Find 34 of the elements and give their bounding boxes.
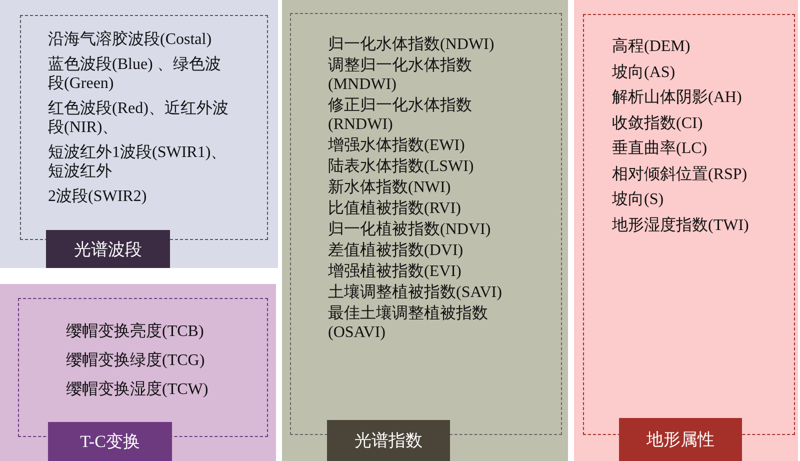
list-item: 高程(DEM): [612, 37, 690, 56]
list-item: 调整归一化水体指数(MNDWI): [328, 56, 473, 94]
list-item: 蓝色波段(Blue) 、绿色波段(Green): [48, 55, 222, 93]
list-item: 缨帽变换绿度(TCG): [66, 351, 205, 370]
list-item: 增强水体指数(EWI): [328, 136, 465, 155]
list-item: 比值植被指数(RVI): [328, 199, 461, 218]
category-title: 地形属性: [619, 418, 742, 461]
list-item: 修正归一化水体指数(RNDWI): [328, 96, 473, 134]
list-item: 坡向(AS): [612, 62, 676, 82]
list-item: 短波红外1波段(SWIR1)、短波红外: [48, 143, 228, 181]
category-title: 光谱指数: [327, 420, 450, 461]
list-item: 土壤调整植被指数(SAVI): [328, 283, 502, 302]
list-item: 垂直曲率(LC): [612, 139, 708, 158]
list-item: 差值植被指数(DVI): [328, 241, 464, 260]
list-item: 最佳土壤调整植被指数(OSAVI): [328, 304, 489, 342]
list-item: 陆表水体指数(LSWI): [328, 157, 474, 176]
list-item: 收敛指数(CI): [612, 114, 703, 132]
list-item: 坡向(S): [612, 190, 664, 209]
list-item: 增强植被指数(EVI): [328, 262, 462, 281]
list-item: 2波段(SWIR2): [48, 187, 147, 206]
list-item: 解析山体阴影(AH): [612, 88, 742, 107]
list-item: 缨帽变换亮度(TCB): [66, 322, 204, 341]
list-item: 缨帽变换湿度(TCW): [66, 380, 208, 399]
category-title: T-C变换: [48, 422, 172, 461]
category-panel: [0, 0, 278, 268]
list-item: 归一化水体指数(NDWI): [328, 35, 494, 54]
list-item: 地形湿度指数(TWI): [612, 216, 749, 234]
list-item: 沿海气溶胶波段(Costal): [48, 30, 212, 49]
category-title: 光谱波段: [46, 230, 170, 268]
category-panel: [0, 284, 276, 461]
list-item: 红色波段(Red)、近红外波段(NIR)、: [48, 99, 230, 137]
list-item: 归一化植被指数(NDVI): [328, 220, 491, 239]
list-item: 新水体指数(NWI): [328, 178, 451, 197]
list-item: 相对倾斜位置(RSP): [612, 164, 748, 184]
